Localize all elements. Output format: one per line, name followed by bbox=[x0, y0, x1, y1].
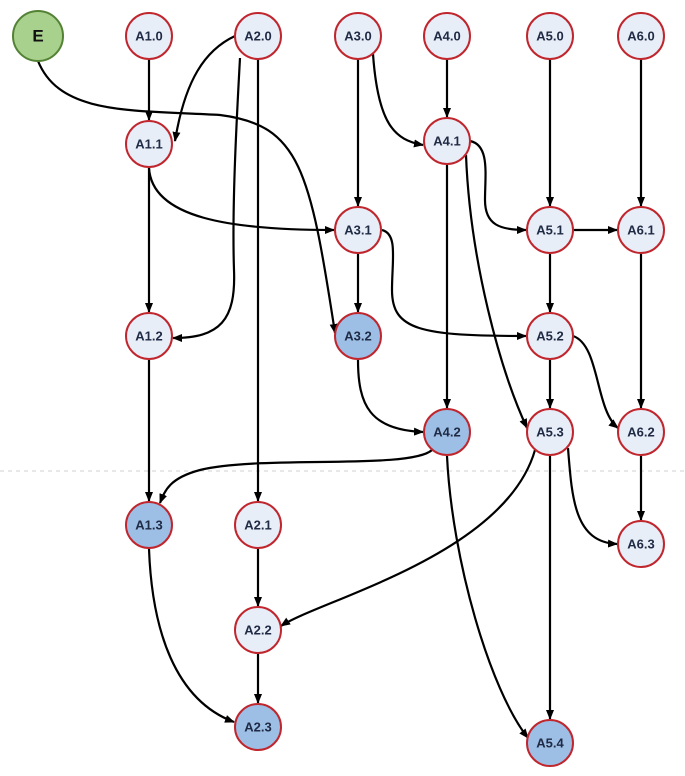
node-label: A5.2 bbox=[536, 329, 563, 344]
node-a4-2: A4.2 bbox=[423, 408, 471, 456]
node-a2-3: A2.3 bbox=[234, 703, 282, 751]
node-a6-1: A6.1 bbox=[617, 206, 665, 254]
node-label: A6.0 bbox=[627, 29, 654, 44]
node-a5-0: A5.0 bbox=[526, 12, 574, 60]
node-circle bbox=[234, 12, 282, 60]
node-circle bbox=[526, 12, 574, 60]
node-label: A5.1 bbox=[536, 223, 563, 238]
node-a1-0: A1.0 bbox=[125, 12, 173, 60]
node-circle bbox=[617, 206, 665, 254]
node-a2-1: A2.1 bbox=[234, 501, 282, 549]
node-label: A5.4 bbox=[536, 736, 564, 751]
node-a3-2: A3.2 bbox=[334, 312, 382, 360]
edge-A4-2-to-A5-4 bbox=[445, 455, 529, 739]
node-circle bbox=[125, 312, 173, 360]
node-circle bbox=[617, 12, 665, 60]
node-circle bbox=[12, 10, 64, 62]
node-label: A1.0 bbox=[135, 29, 162, 44]
edge-A4-1-to-A5-1 bbox=[469, 139, 527, 234]
node-circle bbox=[423, 408, 471, 456]
node-e: E bbox=[12, 10, 64, 62]
node-label: A3.0 bbox=[344, 29, 371, 44]
node-circle bbox=[617, 520, 665, 568]
node-circle bbox=[125, 12, 173, 60]
edge-A5-3-to-A6-3 bbox=[566, 447, 618, 548]
node-label: A1.2 bbox=[135, 329, 162, 344]
edge-A1-3-to-A2-3 bbox=[147, 548, 235, 724]
node-label: A2.2 bbox=[244, 623, 271, 638]
node-label: A1.1 bbox=[135, 137, 162, 152]
node-label: A2.0 bbox=[244, 29, 271, 44]
node-a4-0: A4.0 bbox=[423, 12, 471, 60]
node-label: E bbox=[32, 27, 43, 46]
node-label: A1.3 bbox=[135, 518, 162, 533]
edges-layer bbox=[36, 35, 645, 739]
node-a3-0: A3.0 bbox=[334, 12, 382, 60]
node-circle bbox=[125, 501, 173, 549]
node-a6-2: A6.2 bbox=[617, 408, 665, 456]
edge-A3-1-to-A5-2 bbox=[381, 228, 527, 340]
node-label: A4.2 bbox=[433, 425, 460, 440]
edge-A4-2-to-A1-3 bbox=[158, 449, 433, 504]
node-a4-1: A4.1 bbox=[423, 117, 471, 165]
node-circle bbox=[526, 719, 574, 767]
edge-E-to-A3-2 bbox=[36, 60, 338, 334]
node-a1-3: A1.3 bbox=[125, 501, 173, 549]
node-label: A4.0 bbox=[433, 29, 460, 44]
node-a5-2: A5.2 bbox=[526, 312, 574, 360]
node-a5-1: A5.1 bbox=[526, 206, 574, 254]
node-circle bbox=[234, 703, 282, 751]
node-label: A2.3 bbox=[244, 720, 271, 735]
node-a5-4: A5.4 bbox=[526, 719, 574, 767]
node-a6-0: A6.0 bbox=[617, 12, 665, 60]
node-a5-3: A5.3 bbox=[526, 408, 574, 456]
node-label: A4.1 bbox=[433, 134, 460, 149]
edge-A3-0-to-A4-1 bbox=[371, 53, 424, 148]
node-circle bbox=[334, 12, 382, 60]
edge-A5-3-to-A2-2 bbox=[280, 449, 537, 627]
node-circle bbox=[617, 408, 665, 456]
node-circle bbox=[423, 117, 471, 165]
edge-A5-2-to-A6-2 bbox=[572, 334, 619, 429]
node-circle bbox=[234, 606, 282, 654]
node-label: A6.1 bbox=[627, 223, 654, 238]
node-circle bbox=[526, 206, 574, 254]
node-a3-1: A3.1 bbox=[334, 206, 382, 254]
node-label: A5.0 bbox=[536, 29, 563, 44]
edge-A1-1-to-A3-1 bbox=[147, 167, 335, 234]
node-a2-0: A2.0 bbox=[234, 12, 282, 60]
node-a1-2: A1.2 bbox=[125, 312, 173, 360]
edge-A3-2-to-A4-2 bbox=[356, 359, 424, 436]
node-circle bbox=[125, 120, 173, 168]
node-label: A3.2 bbox=[344, 329, 371, 344]
edge-A2-0-to-A1-2 bbox=[172, 57, 242, 342]
node-a2-2: A2.2 bbox=[234, 606, 282, 654]
edge-A4-1-to-A5-3 bbox=[464, 154, 528, 429]
node-label: A2.1 bbox=[244, 518, 271, 533]
node-a6-3: A6.3 bbox=[617, 520, 665, 568]
node-circle bbox=[526, 312, 574, 360]
edge-A2-0-to-A1-1 bbox=[172, 35, 236, 142]
node-circle bbox=[234, 501, 282, 549]
node-circle bbox=[334, 312, 382, 360]
node-label: A6.3 bbox=[627, 537, 654, 552]
node-label: A6.2 bbox=[627, 425, 654, 440]
node-label: A5.3 bbox=[536, 425, 563, 440]
node-label: A3.1 bbox=[344, 223, 371, 238]
node-circle bbox=[526, 408, 574, 456]
node-a1-1: A1.1 bbox=[125, 120, 173, 168]
node-circle bbox=[334, 206, 382, 254]
node-circle bbox=[423, 12, 471, 60]
